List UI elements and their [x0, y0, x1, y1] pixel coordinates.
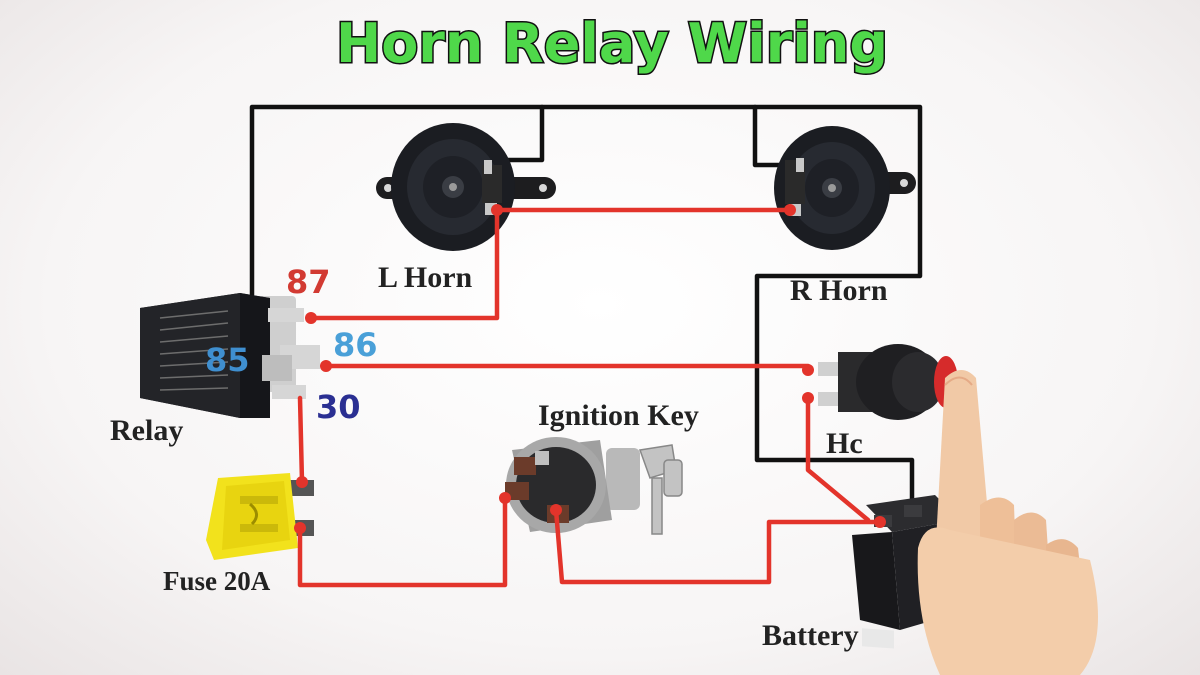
pin-label-87: 87	[286, 263, 331, 301]
wire-ignition-to-battery	[553, 507, 883, 585]
wire-horn-switch-to-battery	[805, 395, 871, 523]
key-blade	[651, 477, 663, 535]
wire-87-to-horns	[308, 207, 793, 321]
wire-30-to-fuse	[297, 395, 305, 485]
pin-label-85: 85	[205, 341, 250, 379]
label-l-horn: L Horn	[378, 261, 473, 294]
relay-pin-30	[272, 385, 306, 399]
pin-label-30: 30	[316, 388, 361, 426]
pin-label-86: 86	[333, 326, 378, 364]
left-horn	[376, 123, 556, 251]
right-horn-terminal-ground	[796, 158, 804, 172]
label-fuse: Fuse 20A	[163, 566, 271, 596]
right-horn	[774, 126, 916, 250]
left-horn-terminal-ground	[484, 160, 492, 174]
pointing-hand-illustration	[917, 370, 1098, 675]
fuse	[206, 473, 314, 560]
label-horn-switch: Hc	[826, 427, 863, 460]
label-r-horn: R Horn	[790, 274, 888, 307]
horn-switch	[818, 344, 958, 420]
positive-wires	[297, 207, 883, 588]
relay-pin-87	[268, 308, 304, 322]
junction-dots	[294, 204, 886, 534]
label-relay: Relay	[110, 414, 183, 447]
ground-wire-main	[249, 104, 923, 508]
wire-fuse-to-ignition	[297, 495, 508, 588]
battery-body	[852, 532, 900, 630]
label-ignition-key: Ignition Key	[538, 399, 699, 432]
diagram-title: Horn Relay Wiring	[336, 12, 888, 75]
ignition-switch	[505, 437, 683, 535]
relay	[140, 293, 320, 418]
label-battery: Battery	[762, 619, 859, 652]
relay-pin-85	[262, 355, 292, 381]
